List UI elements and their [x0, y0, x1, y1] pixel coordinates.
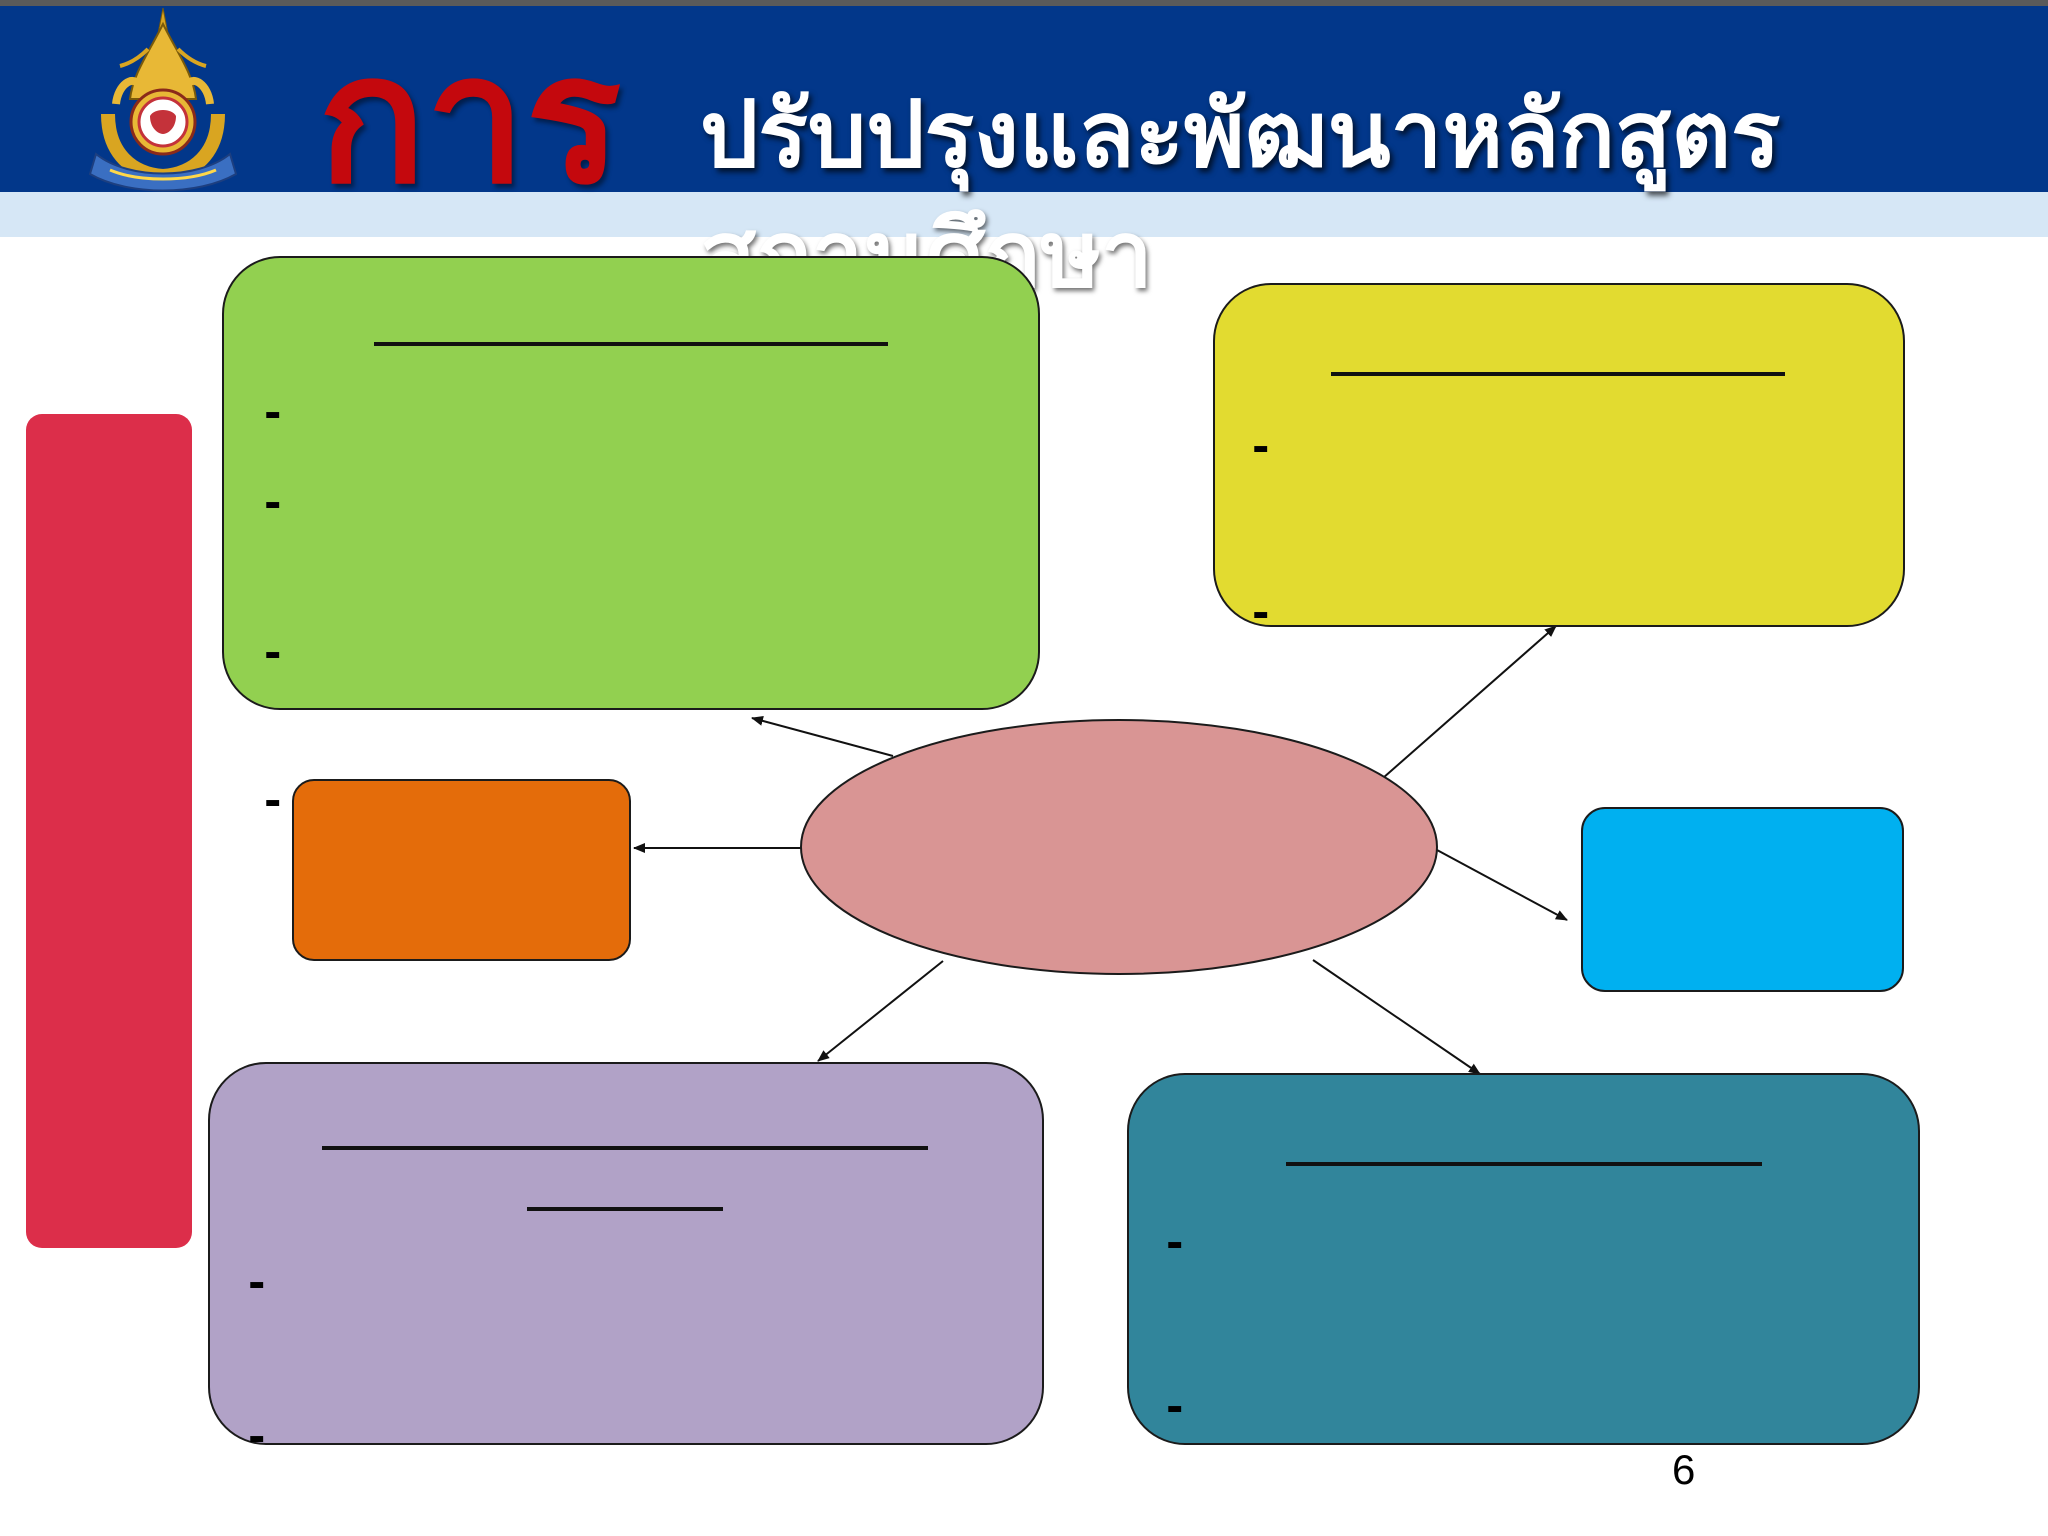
page-number: 6: [1672, 1446, 1696, 1493]
page-title: ปรับปรุงและพัฒนาหลักสูตร: [700, 81, 1781, 188]
arrow-to-teal-box: [1312, 959, 1481, 1075]
teal-box-item: -: [1166, 1218, 1184, 1267]
yellow-box-item: -: [1252, 422, 1270, 471]
green-box-item: -: [264, 388, 282, 437]
header-top-strip: [0, 0, 2048, 6]
red-side-bar: [26, 414, 192, 1248]
purple-box-heading-line: [322, 1146, 928, 1150]
green-box-heading-line: [374, 342, 888, 346]
cyan-box: [1581, 807, 1904, 992]
yellow-box-heading-line: [1331, 372, 1785, 376]
purple-box-heading-line-2: [527, 1207, 723, 1211]
title-prefix: การ: [318, 16, 622, 223]
header-lower-band: [0, 192, 2048, 237]
arrow-to-yellow-box: [1382, 625, 1557, 779]
purple-box-item: -: [248, 1412, 266, 1461]
teal-box-heading-line: [1286, 1162, 1762, 1166]
green-box-item: -: [264, 478, 282, 527]
arrow-to-purple-box: [817, 960, 944, 1062]
center-ellipse: [800, 719, 1438, 975]
orange-box-item: -: [264, 776, 282, 825]
teal-box-item: -: [1166, 1382, 1184, 1431]
green-box: [222, 256, 1040, 710]
purple-box: [208, 1062, 1044, 1445]
purple-box-item: -: [248, 1258, 266, 1307]
school-emblem-icon: [88, 7, 238, 192]
teal-box: [1127, 1073, 1920, 1445]
green-box-item: -: [264, 628, 282, 677]
arrow-to-cyan-box: [1436, 849, 1568, 921]
header-band: [0, 6, 2048, 192]
arrow-to-green-box: [751, 716, 894, 757]
yellow-box-item: -: [1252, 588, 1270, 637]
yellow-box: [1213, 283, 1905, 627]
orange-box: [292, 779, 631, 961]
